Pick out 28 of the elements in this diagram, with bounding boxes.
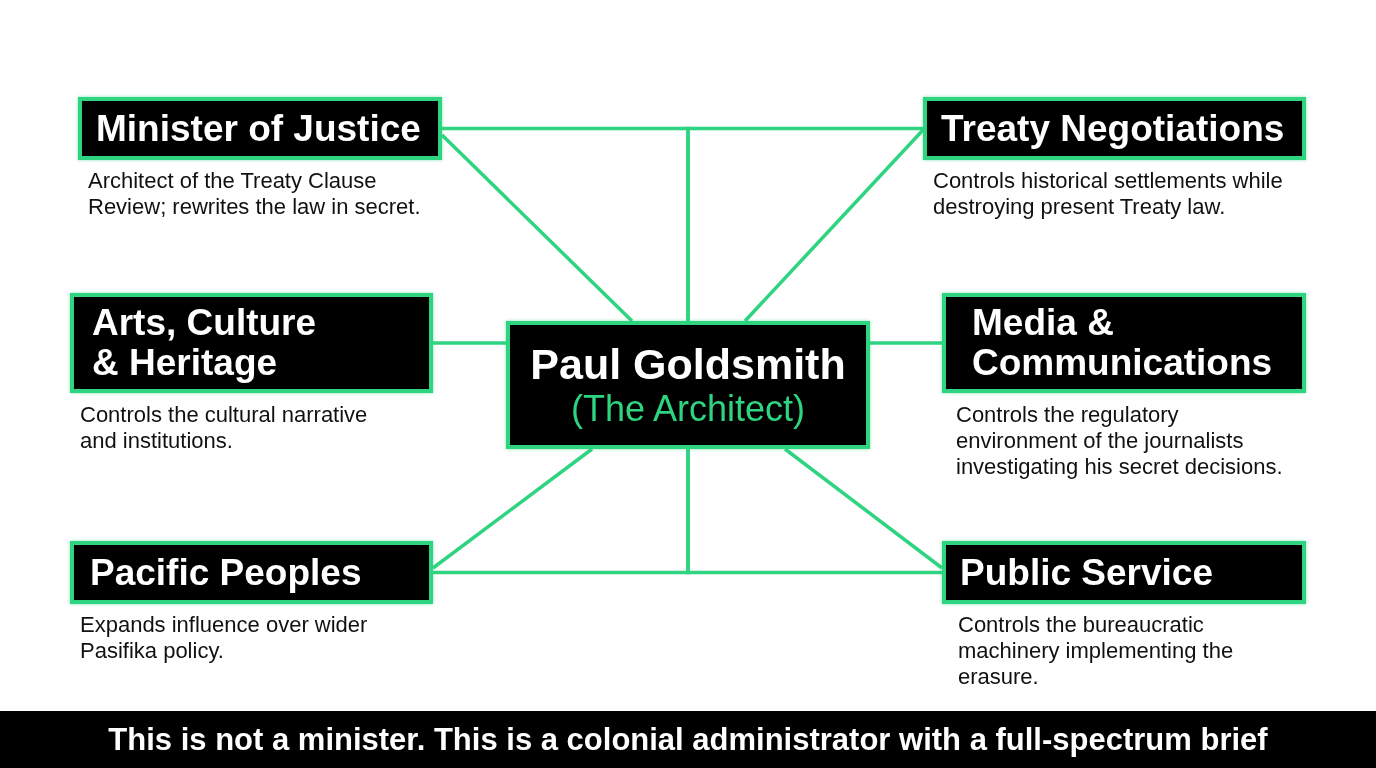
connector-line xyxy=(870,341,942,345)
role-description: Controls the bureaucratic machinery implementing the erasure. xyxy=(958,612,1235,690)
connector-line xyxy=(686,126,923,321)
role-description: Controls the regulatory environment of the journalists investigating his secret decisions. xyxy=(956,402,1284,480)
connector-line xyxy=(743,128,925,323)
role-title: Treaty Negotiations xyxy=(941,108,1286,149)
connector-line xyxy=(433,341,506,345)
connector-line xyxy=(783,447,944,570)
role-box xyxy=(942,293,1306,393)
role-box xyxy=(70,293,433,393)
caption-text: This is not a minister. This is a colonial administrator with a full-spectrum brief xyxy=(108,721,1268,758)
role-box xyxy=(70,541,433,604)
role-description: Architect of the Treaty Clause Review; rewrites the law in secret. xyxy=(88,168,422,220)
role-box xyxy=(78,97,442,160)
role-description: Expands influence over wider Pasifika policy. xyxy=(80,612,369,664)
role-description: Controls historical settlements while destroying present Treaty law. xyxy=(933,168,1284,220)
role-box xyxy=(942,541,1306,604)
hub-name: Paul Goldsmith xyxy=(530,340,846,388)
role-box xyxy=(923,97,1306,160)
role-title: Arts, Culture & Heritage xyxy=(92,303,318,383)
hub-subtitle: (The Architect) xyxy=(570,388,806,430)
hub-box xyxy=(506,321,870,449)
role-description: Controls the cultural narrative and institutions. xyxy=(80,402,369,454)
role-title: Media & Communications xyxy=(972,303,1274,383)
role-title: Pacific Peoples xyxy=(90,552,363,593)
connector-line xyxy=(686,449,942,575)
role-title: Public Service xyxy=(960,552,1214,593)
role-title: Minister of Justice xyxy=(96,108,422,149)
